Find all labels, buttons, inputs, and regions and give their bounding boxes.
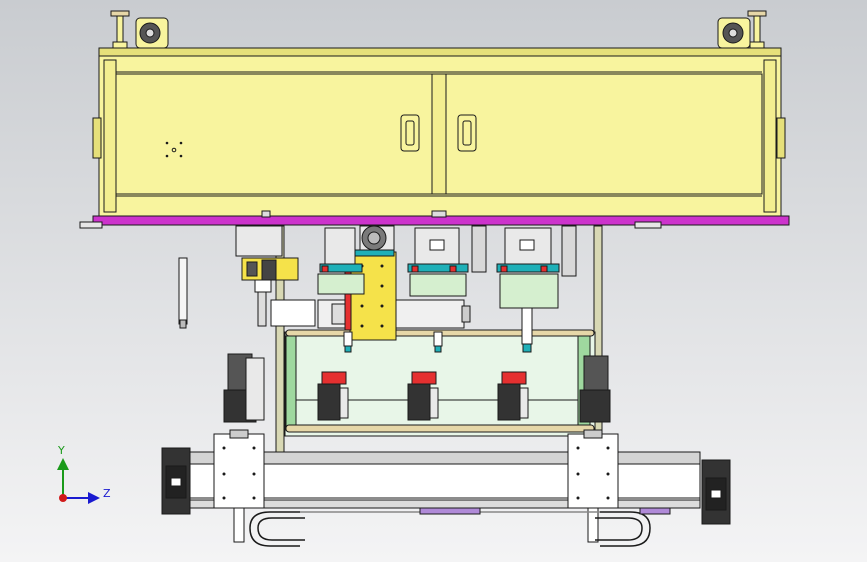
carriage-plate-left bbox=[213, 429, 265, 543]
cabinet-screw-holes bbox=[165, 141, 183, 158]
upper-cabinet bbox=[92, 47, 786, 217]
linear-rail bbox=[189, 451, 701, 509]
gear-rack-upper bbox=[471, 225, 577, 277]
upper-head-3 bbox=[496, 227, 560, 353]
left-gripper-assembly bbox=[235, 225, 316, 327]
lower-clamp-3 bbox=[497, 371, 529, 421]
caster-wheel-right bbox=[717, 17, 751, 49]
upper-head-2 bbox=[407, 227, 469, 353]
carriage-plate-right bbox=[567, 429, 619, 543]
axis-triad: Y Z bbox=[57, 444, 111, 504]
leveling-foot-left bbox=[110, 10, 130, 49]
cable-tray bbox=[419, 507, 671, 515]
y-axis-label: Y bbox=[57, 444, 65, 457]
servo-motor-right bbox=[701, 459, 731, 525]
z-axis-label: Z bbox=[103, 487, 111, 500]
standoff-post bbox=[178, 257, 188, 329]
side-block-left bbox=[223, 353, 265, 423]
center-cylinder bbox=[359, 225, 395, 253]
guide-rod-lower bbox=[285, 424, 595, 433]
caster-wheel-left bbox=[135, 17, 169, 49]
lower-clamp-1 bbox=[317, 371, 349, 421]
leveling-foot-right bbox=[747, 10, 767, 49]
upper-head-1 bbox=[317, 227, 365, 353]
lower-clamp-2 bbox=[407, 371, 439, 421]
cabinet-door-handle-left[interactable] bbox=[400, 114, 420, 152]
side-block-right bbox=[579, 355, 611, 423]
cabinet-door-handle-right[interactable] bbox=[457, 114, 477, 152]
servo-motor-left bbox=[161, 447, 191, 515]
mounting-plate bbox=[79, 210, 790, 229]
